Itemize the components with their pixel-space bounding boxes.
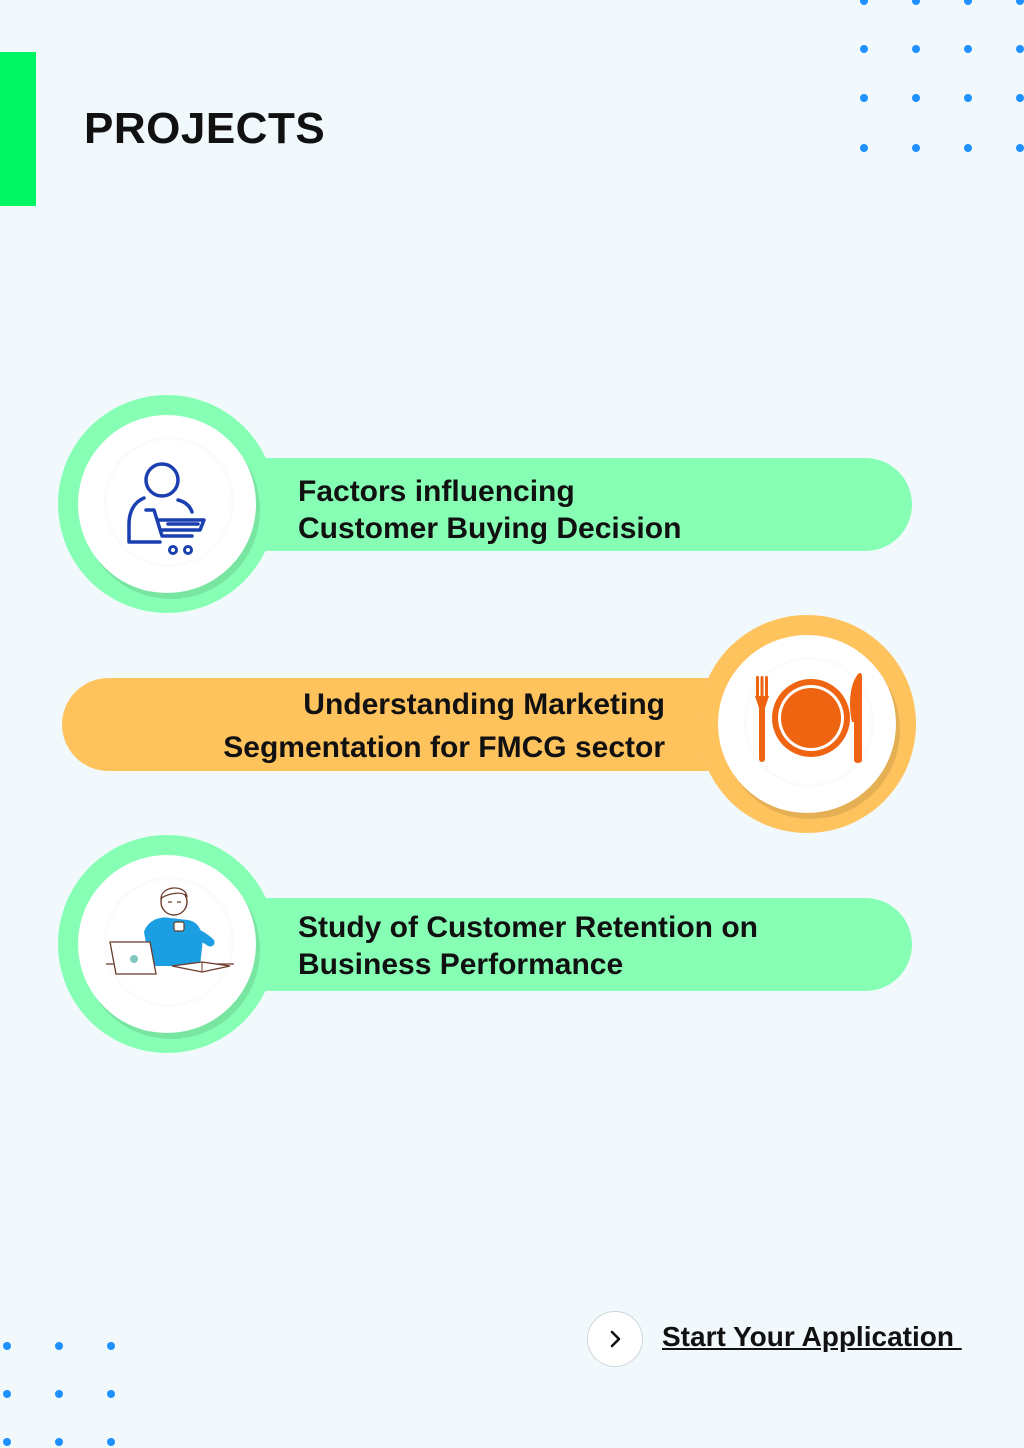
accent-bar [0,52,36,206]
customer-cart-icon [127,462,206,555]
chevron-right-icon [610,1330,621,1348]
project-1-title: Factors influencing Customer Buying Deci… [298,475,682,545]
plate-fork-knife-icon [755,672,862,763]
project-2-title: Understanding Marketing Segmentation for… [223,688,665,764]
project-2-pill [62,678,782,771]
page-title: PROJECTS [84,104,326,153]
person-laptop-illustration [106,887,234,975]
project-3-title: Study of Customer Retention on Business … [298,911,758,981]
start-application-link[interactable]: Start Your Application [662,1321,962,1352]
project-3-pill [200,898,912,991]
dot-grid-bottom-left [0,1330,130,1448]
project-1-pill [200,458,912,551]
dot-grid-top-right [0,0,1024,160]
project-1-ring [58,395,276,613]
start-application-button[interactable] [587,1311,643,1367]
